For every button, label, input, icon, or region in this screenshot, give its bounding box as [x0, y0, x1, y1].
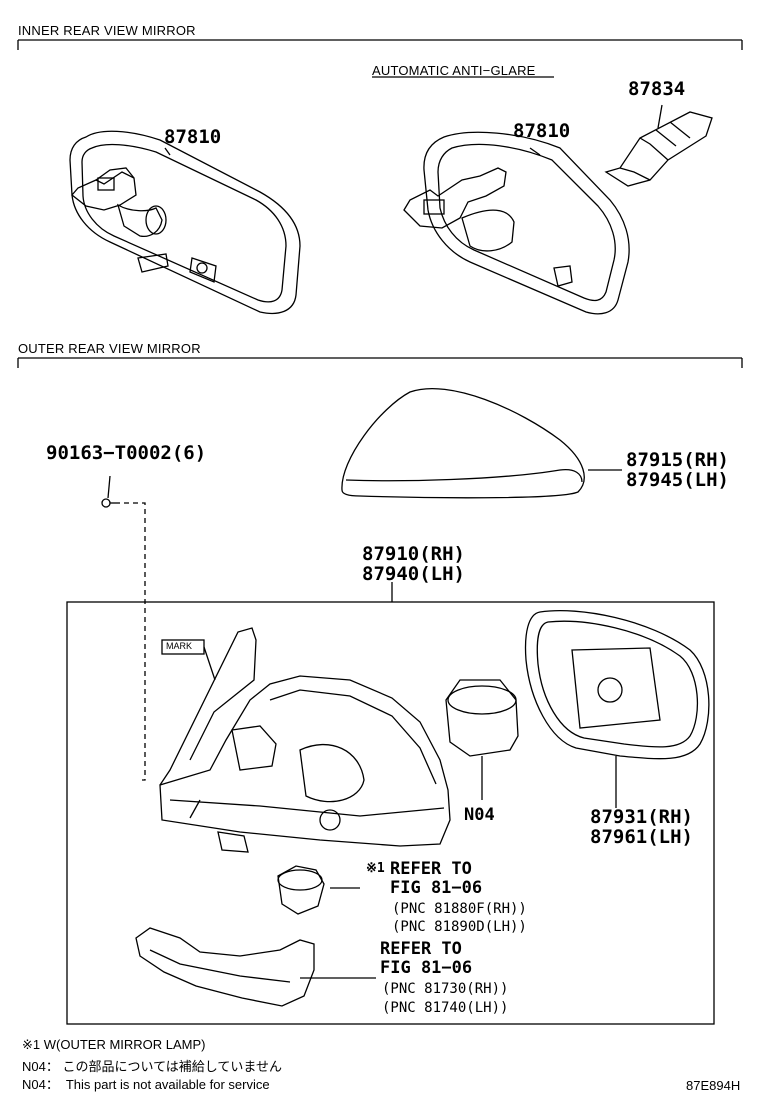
- lamp-ref-prefix: ※1: [366, 861, 385, 876]
- part-number-inner-mirror-std[interactable]: 87810: [164, 126, 222, 148]
- outer-section-title: OUTER REAR VIEW MIRROR: [18, 341, 201, 356]
- motor-code-label[interactable]: N04: [464, 805, 495, 825]
- turn-ref-pnc-lh: (PNC 81740(LH)): [382, 1000, 509, 1016]
- turn-ref-line2[interactable]: FIG 81−06: [380, 958, 473, 978]
- figure-id: 87E894H: [686, 1078, 741, 1093]
- footnote-n04-en: N04： This part is not available for serv…: [22, 1077, 270, 1092]
- assy-frame: [66, 601, 715, 1025]
- motor-drawing: [445, 679, 519, 800]
- part-number-inner-mirror-auto[interactable]: 87810: [513, 120, 571, 142]
- turn-ref-pnc-rh: (PNC 81730(RH)): [382, 981, 509, 997]
- part-number-assy-lh[interactable]: 87940(LH): [362, 563, 465, 585]
- lamp-drawing: [277, 865, 360, 915]
- outer-cover-drawing: [341, 388, 622, 499]
- part-number-cover-lh[interactable]: 87945(LH): [626, 469, 729, 491]
- inner-mirror-standard-drawing: [69, 130, 301, 315]
- inner-section-rule: [17, 39, 743, 50]
- inner-cover-drawing: [604, 104, 713, 187]
- footnote-n04-jp: N04： この部品については補給していません: [22, 1059, 283, 1074]
- part-number-glass-lh[interactable]: 87961(LH): [590, 826, 693, 848]
- part-number-assy-rh[interactable]: 87910(RH): [362, 543, 465, 565]
- part-number-screw[interactable]: 90163−T0002(6): [46, 442, 207, 464]
- outer-section-rule: [17, 357, 743, 368]
- turn-ref-line1[interactable]: REFER TO: [380, 939, 462, 959]
- inner-mirror-auto-drawing: [403, 131, 630, 315]
- mirror-glass-drawing: [524, 609, 710, 808]
- lamp-ref-line2[interactable]: FIG 81−06: [390, 878, 483, 898]
- part-number-glass-rh[interactable]: 87931(RH): [590, 806, 693, 828]
- part-number-inner-cover[interactable]: 87834: [628, 78, 686, 100]
- mark-tag-label: MARK: [166, 641, 193, 651]
- screw-drawing: [101, 475, 146, 781]
- inner-section-title: INNER REAR VIEW MIRROR: [18, 23, 196, 38]
- lamp-ref-pnc-lh: (PNC 81890D(LH)): [392, 919, 527, 935]
- anti-glare-label: AUTOMATIC ANTI−GLARE: [372, 63, 536, 78]
- mirror-housing-drawing: [159, 627, 451, 853]
- lamp-ref-pnc-rh: (PNC 81880F(RH)): [392, 901, 527, 917]
- part-number-cover-rh[interactable]: 87915(RH): [626, 449, 729, 471]
- mark-tag-drawing: [161, 639, 216, 681]
- footnote-lamp: ※1 W(OUTER MIRROR LAMP): [22, 1037, 206, 1052]
- lamp-ref-line1[interactable]: REFER TO: [390, 859, 472, 879]
- turn-signal-drawing: [135, 927, 376, 1007]
